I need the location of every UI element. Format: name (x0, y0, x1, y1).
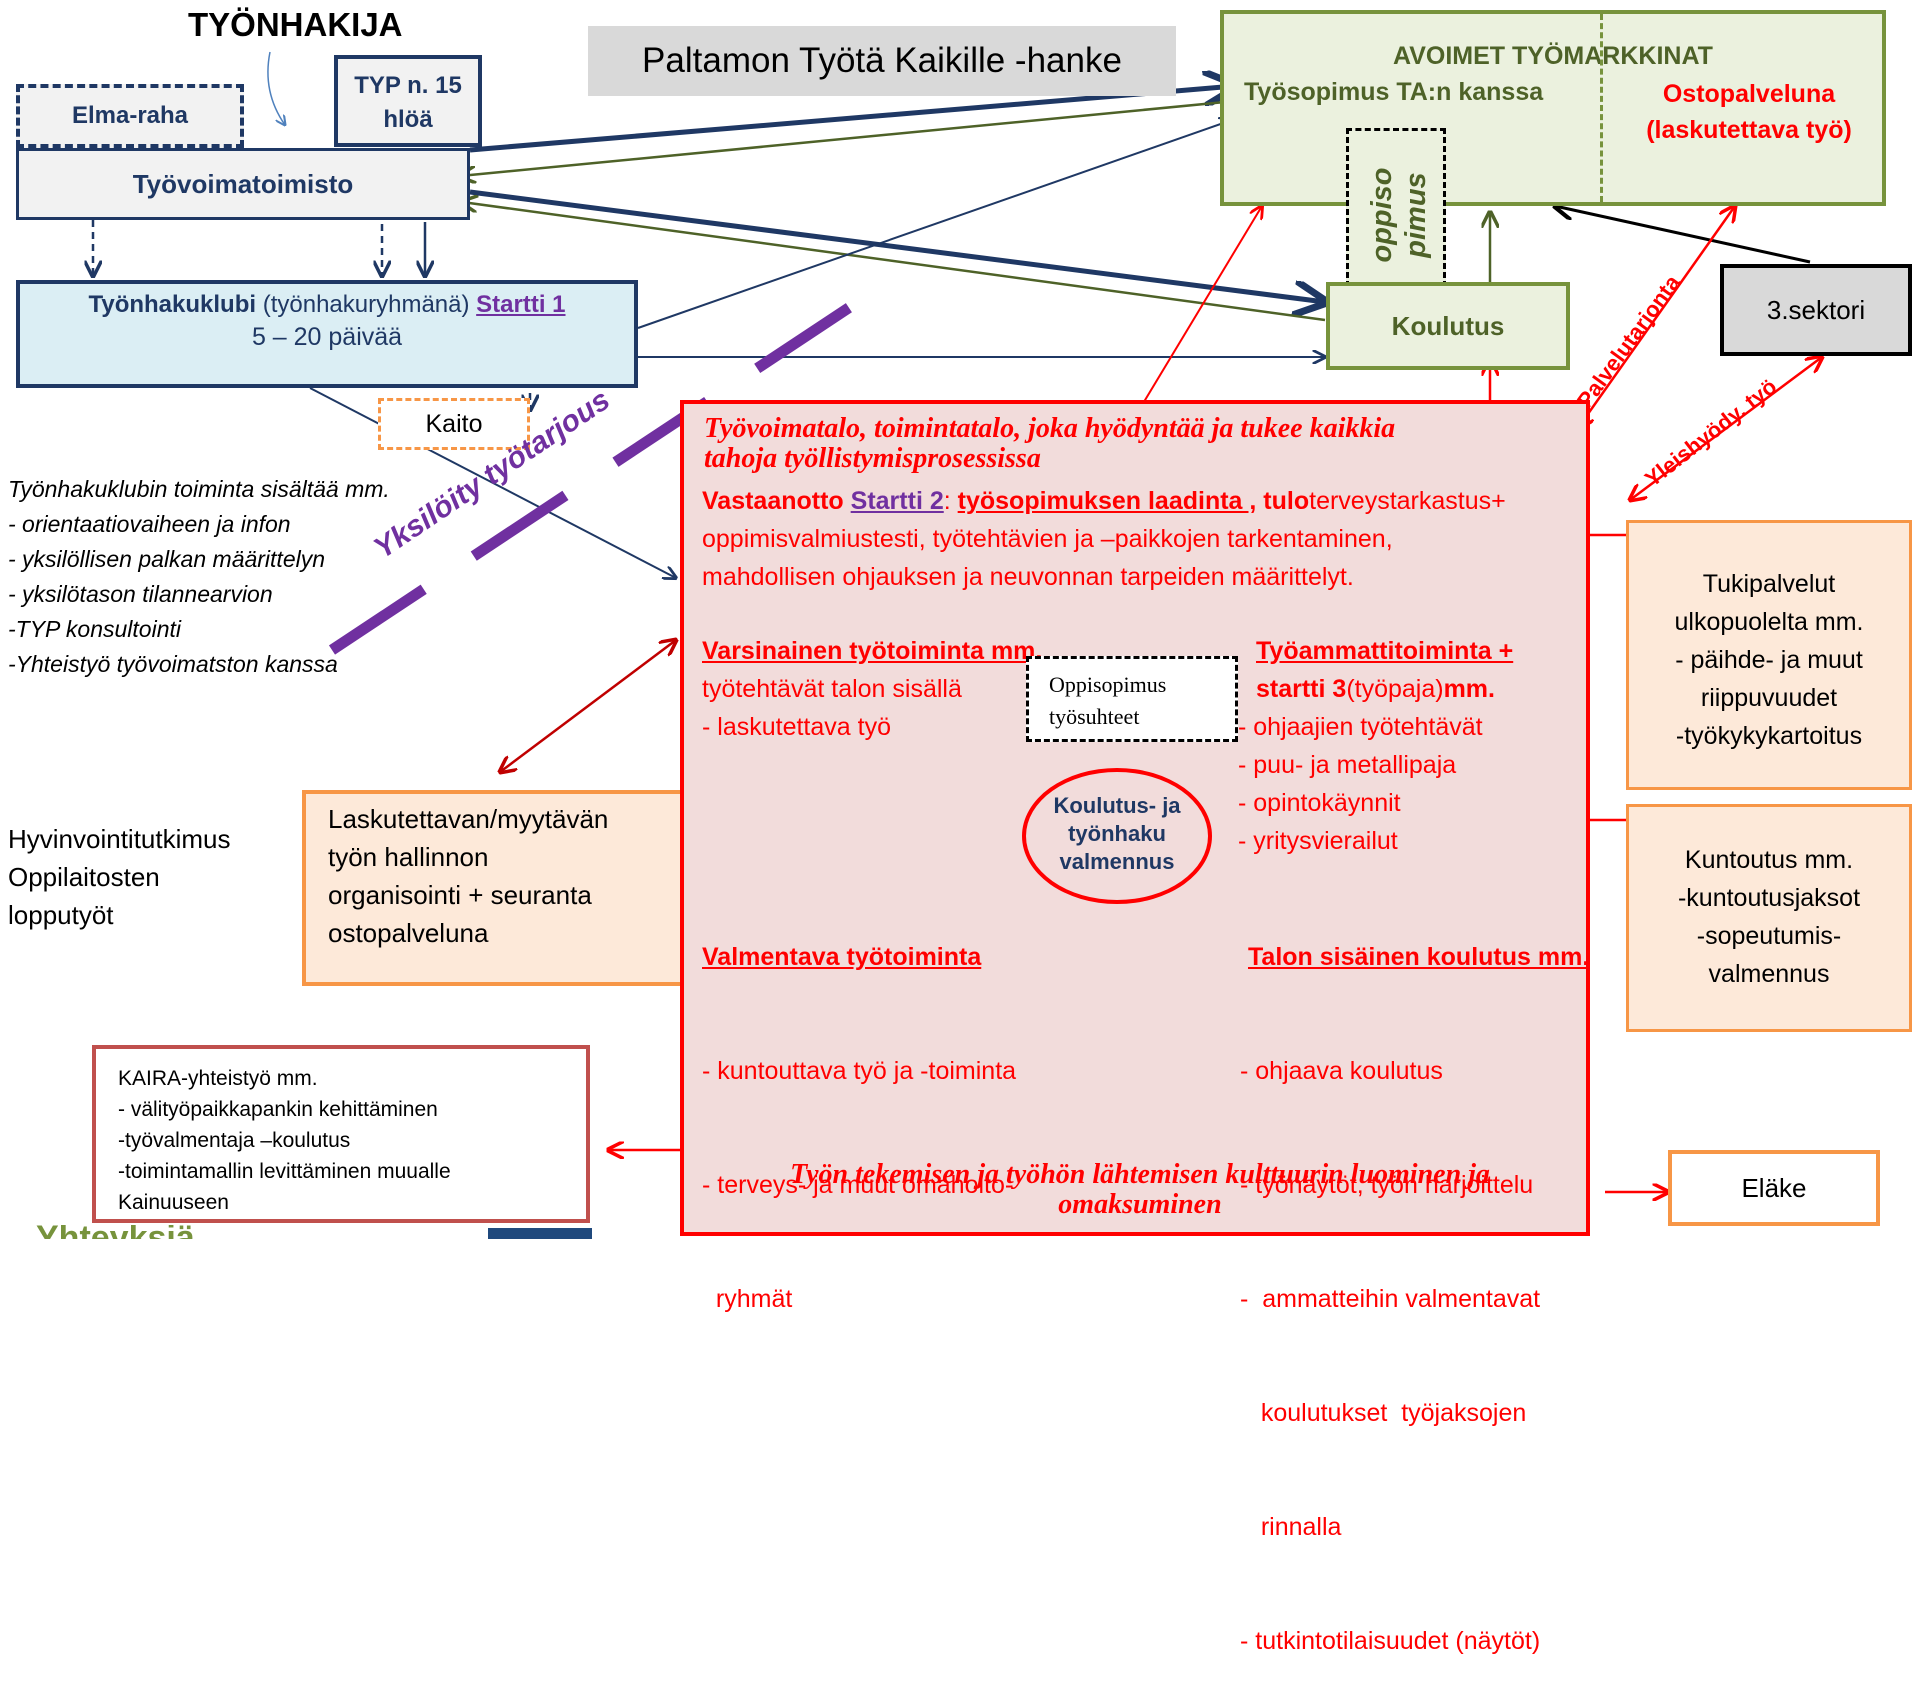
partial-logo: Yhteyksiä (36, 1225, 276, 1239)
sektori-label: 3.sektori (1766, 294, 1866, 325)
list-item: -Yhteistyö työvoimatston kanssa (8, 651, 338, 677)
vastaanotto-label: Vastaanotto (702, 487, 844, 515)
oppisopimus-box: Oppisopimus työsuhteet (1026, 656, 1238, 742)
hyvinvointi-text: Hyvinvointitutkimus Oppilaitosten lopput… (8, 824, 231, 930)
page-title: TYÖNHAKIJA (188, 6, 403, 43)
kaito-box: Kaito (378, 398, 530, 450)
klubi-activities-list: Työnhakuklubin toiminta sisältää mm. - o… (8, 472, 478, 682)
typ-line-1: TYP n. 15 (354, 72, 462, 99)
list-item: -TYP konsultointi (8, 616, 181, 642)
elake-box: Eläke (1668, 1150, 1880, 1226)
varsinainen-block: Varsinainen työtoiminta mm. työtehtävät … (702, 637, 1043, 741)
connector-arrows (0, 51, 1915, 1239)
avoimet-divider (1600, 14, 1603, 202)
laskutettava-box: Laskutettavan/myytävän työn hallinnon or… (302, 790, 696, 986)
list-item: - yksilöllisen palkan määrittelyn (8, 546, 326, 572)
yksiloity-dashed-line (328, 292, 869, 655)
sektori-box: 3.sektori (1720, 264, 1912, 356)
vastaanotto-block: Vastaanotto Startti 2: työsopimuksen laa… (702, 487, 1506, 591)
startti-2-link[interactable]: Startti 2 (850, 487, 944, 515)
valmentava-block: Valmentava työtoiminta - kuntouttava työ… (702, 943, 1017, 1313)
koulutus-label: Koulutus (1391, 310, 1505, 341)
oppisopimus-vertical-label: oppiso pimus (1366, 167, 1432, 263)
list-item: Työnhakuklubin toiminta sisältää mm. (8, 476, 390, 502)
kaito-label: Kaito (425, 409, 483, 438)
elake-label: Eläke (1741, 1172, 1807, 1203)
startti-1-link[interactable]: Startti 1 (476, 291, 566, 318)
tyosopimus-label: Työsopimus TA:n kanssa (1244, 78, 1544, 106)
koulutus-tyonhaku-circle: Koulutus- ja työnhaku valmennus (1022, 768, 1212, 904)
kuntoutus-box: Kuntoutus mm. -kuntoutusjaksot -sopeutum… (1626, 804, 1912, 1032)
arrow-laskutettava (500, 640, 676, 772)
arrow-klubi-avoimet (637, 120, 1232, 329)
klubi-days: 5 – 20 päivää (251, 323, 403, 351)
project-title-box: Paltamon Työtä Kaikille -hanke (588, 26, 1176, 96)
oppisopimus-vertical-box: oppiso pimus (1346, 128, 1446, 296)
tyosopimus-laadinta: työsopimuksen laadinta , (957, 487, 1257, 515)
talo-heading: Työvoimatalo, toimintatalo, joka hyödynt… (704, 413, 1396, 474)
koulutus-box: Koulutus (1326, 282, 1570, 370)
list-item: - yksilötason tilannearvion (8, 581, 273, 607)
arrow-sektori-avoimet (1555, 206, 1811, 264)
project-title: Paltamon Työtä Kaikille -hanke (642, 41, 1122, 80)
ostopalveluna-text: Ostopalveluna (laskutettava työ) (1646, 80, 1852, 144)
tyovoimatoimisto-box: Työvoimatoimisto (16, 148, 470, 220)
typ-line-2: hlöä (383, 106, 433, 133)
arrow-koulutus-tvt (462, 202, 1326, 322)
kaira-box: KAIRA-yhteistyö mm. - välityöpaikkapanki… (92, 1045, 590, 1223)
tyoammatti-block: Työammattitoiminta + startti 3(työpaja)m… (1238, 637, 1514, 855)
arrow-avoimet-tvt (460, 100, 1226, 176)
arrow-tyonhakija (267, 51, 285, 125)
elma-raha-box: Elma-raha (16, 84, 244, 148)
avoimet-tyomarkkinat-box: AVOIMET TYÖMARKKINAT Työsopimus TA:n kan… (1220, 10, 1886, 206)
partial-logo-block (488, 1228, 592, 1239)
arrow-tvt-avoimet (469, 86, 1235, 153)
klubi-name: Työnhakuklubi (88, 291, 257, 318)
list-item: - orientaatiovaiheen ja infon (8, 511, 291, 537)
arrow-klubi-talo (309, 387, 676, 578)
elma-raha-label: Elma-raha (71, 102, 189, 129)
klubi-desc: (työnhakuryhmänä) (256, 291, 477, 318)
arrow-talo-avoimet (1129, 206, 1262, 426)
arrow-palvelutarjonta (1578, 206, 1735, 428)
arrow-yleishyody (1630, 357, 1822, 500)
avoimet-title: AVOIMET TYÖMARKKINAT (1393, 42, 1713, 70)
typ-box: TYP n. 15 hlöä (334, 55, 482, 147)
tyonhakuklubi-box: Työnhakuklubi (työnhakuryhmänä) Startti … (16, 280, 638, 388)
arrow-tvt-koulutus (469, 189, 1325, 302)
sisainen-block: Talon sisäinen koulutus mm. - ohjaava ko… (1240, 943, 1590, 1655)
tyovoimatoimisto-label: Työvoimatoimisto (132, 168, 354, 199)
talo-footer: Työn tekemisen ja työhön lähtemisen kult… (790, 1159, 1490, 1220)
tukipalvelut-box: Tukipalvelut ulkopuolelta mm. - päihde- … (1626, 520, 1912, 790)
